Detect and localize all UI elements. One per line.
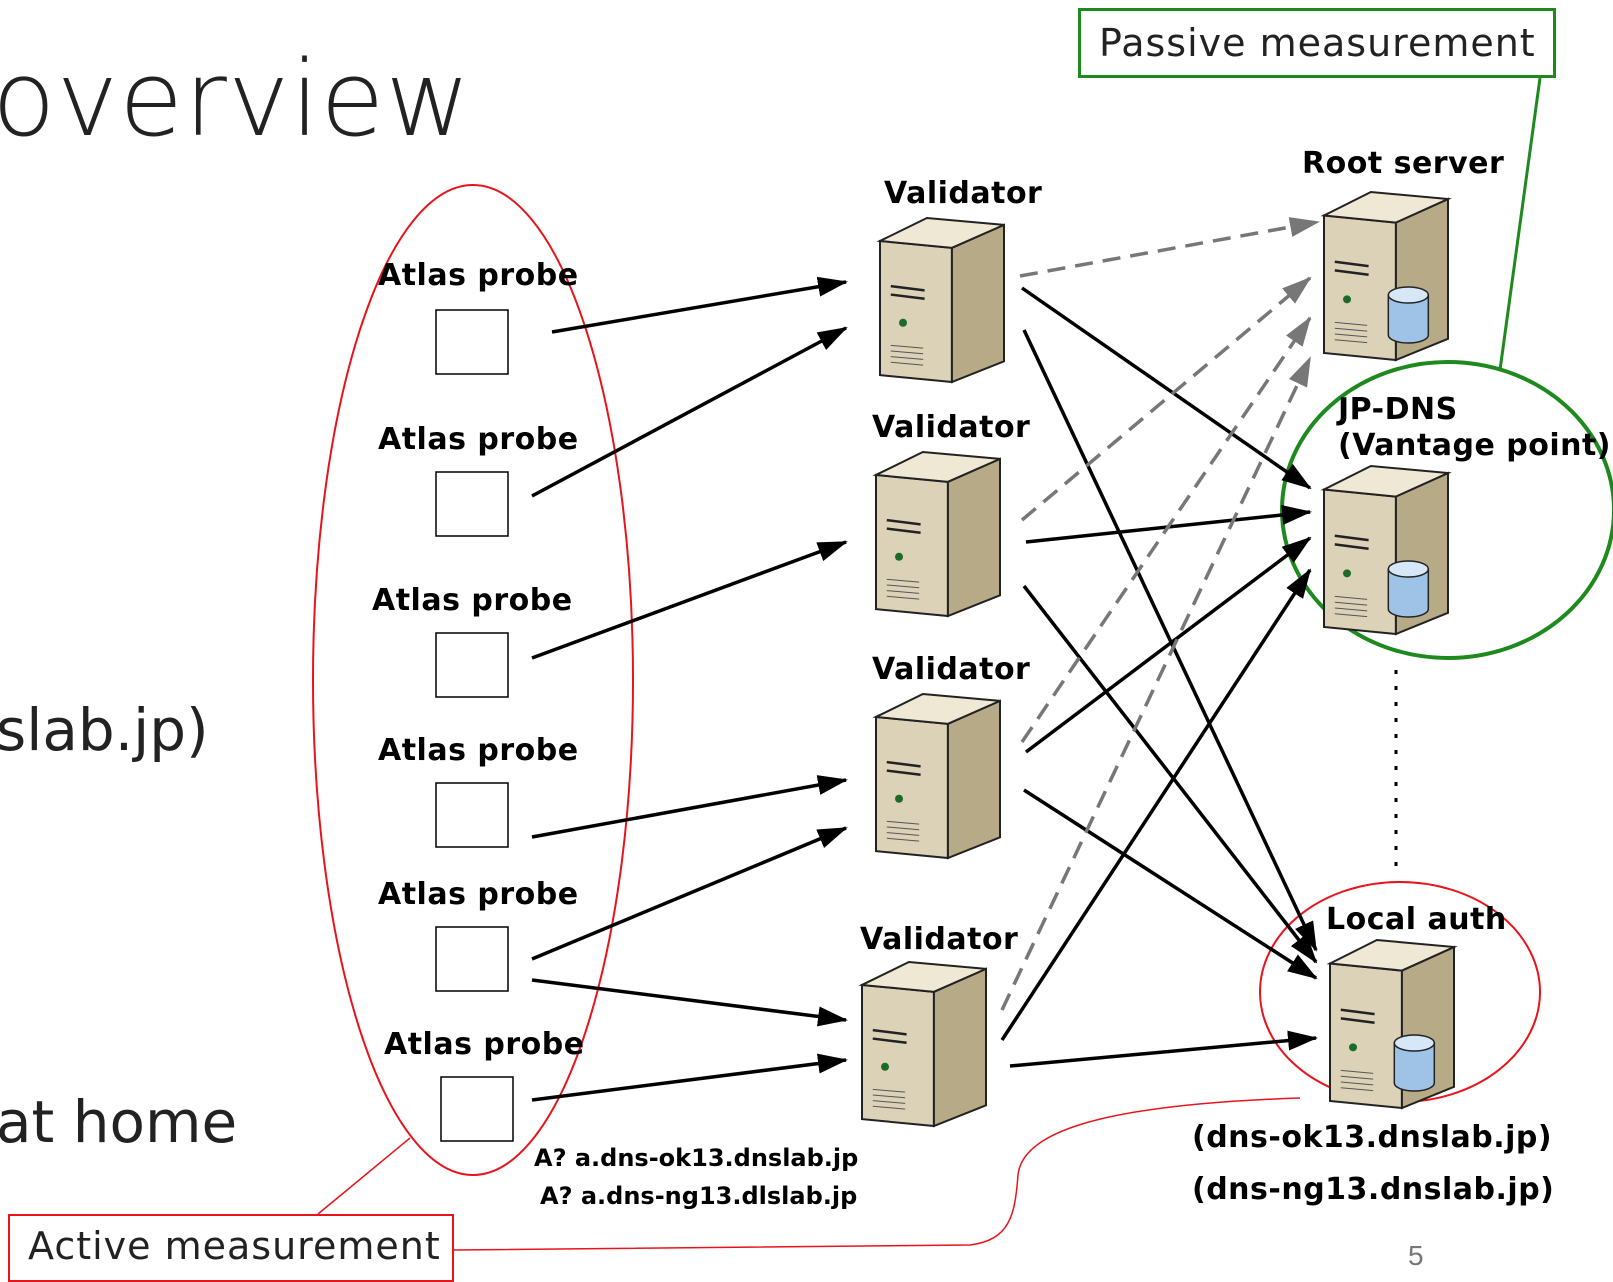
root-server-label: Root server [1302,146,1505,181]
zone-ng-label: (dns-ng13.dnslab.jp) [1192,1172,1555,1207]
probe-box-4 [435,782,509,848]
query-ok-label: A? a.dns-ok13.dnslab.jp [534,1144,859,1172]
bullet-fragment-1: slab.jp) [0,696,209,764]
passive-callout-connector [1498,77,1542,371]
validator-label-4: Validator [860,922,1019,957]
validator-server-2 [872,450,1001,618]
arrow-layer [531,217,1320,1102]
page-number: 5 [1408,1240,1424,1271]
probe-label-2: Atlas probe [378,422,579,457]
bullet-fragment-2: at home [0,1088,238,1156]
local-auth-server [1326,938,1458,1110]
arrow-probe6-validator4 [531,1053,848,1102]
probe-box-1 [435,309,509,375]
arrow-v3-localauth [1023,788,1318,980]
local-auth-callout-connector [453,1097,1301,1251]
probe-label-4: Atlas probe [378,733,579,768]
passive-measurement-box: Passive measurement [1078,8,1556,78]
arrow-probe5-validator3 [531,826,848,961]
validator-label-2: Validator [872,410,1031,445]
root-server [1320,190,1452,362]
arrow-v1-jpdns [1021,286,1312,490]
arrow-v2-localauth [1022,584,1318,964]
validator-server-4 [858,960,987,1128]
arrow-probe2-validator1 [531,326,848,498]
slide-title: overview [0,38,472,160]
validator-label-3: Validator [872,652,1031,687]
probe-label-6: Atlas probe [384,1027,585,1062]
active-probe-group-ellipse [312,184,634,1176]
arrow-probe4-validator3 [531,775,848,839]
jpdns-server [1320,464,1452,636]
probe-label-3: Atlas probe [372,583,573,618]
arrow-probe3-validator2 [531,540,848,660]
arrow-v4-localauth [1009,1030,1318,1068]
arrow-v4-root-dashed [1000,356,1312,1011]
probe-label-1: Atlas probe [378,258,579,293]
arrow-v1-localauth [1022,329,1318,952]
validator-server-1 [876,216,1005,384]
arrow-v4-jpdns [1000,568,1312,1041]
arrow-v3-root-dashed [1020,316,1312,743]
active-callout-connector [317,1137,411,1215]
active-measurement-box: Active measurement [8,1214,454,1282]
arrow-v2-root-dashed [1020,276,1312,522]
validator-server-3 [872,692,1001,860]
probe-label-5: Atlas probe [378,877,579,912]
probe-box-2 [435,471,509,537]
arrow-v3-jpdns [1024,536,1312,754]
validator-label-1: Validator [884,176,1043,211]
arrow-v1-root-dashed [1019,217,1320,278]
jpdns-label: JP-DNS [1338,392,1458,427]
arrow-probe5-validator4 [531,978,848,1027]
local-auth-label: Local auth [1326,902,1507,937]
probe-box-6 [440,1076,514,1142]
query-ng-label: A? a.dns-ng13.dlslab.jp [540,1182,858,1210]
arrow-probe1-validator1 [551,276,848,334]
probe-box-5 [435,926,509,992]
server-layer [858,190,1458,1128]
probe-box-3 [435,632,509,698]
zone-ok-label: (dns-ok13.dnslab.jp) [1192,1120,1553,1155]
jpdns-vantage-label: (Vantage point) [1338,428,1612,463]
